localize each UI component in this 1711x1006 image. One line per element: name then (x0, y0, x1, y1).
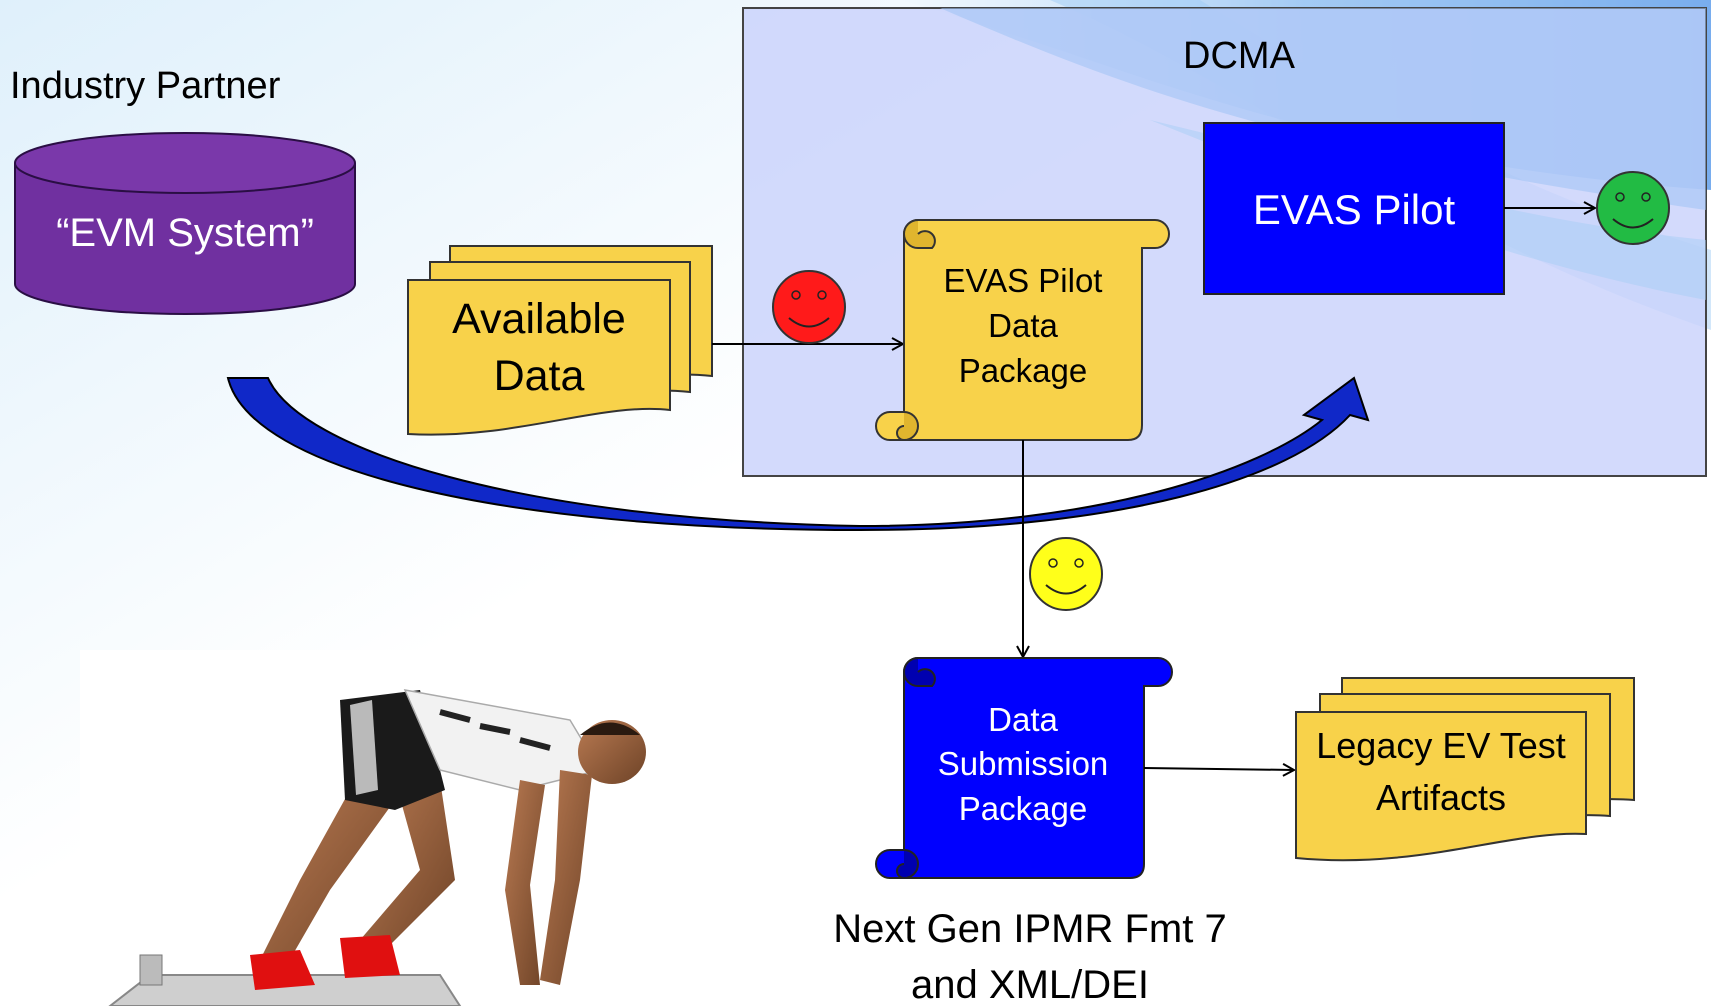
next-gen-line2: and XML/DEI (911, 963, 1149, 1006)
sprinter-image (80, 650, 670, 1006)
legacy-artifacts-line2: Artifacts (1376, 777, 1506, 818)
smiley-green-icon (1596, 171, 1670, 245)
curved-bypass-arrow (226, 376, 1370, 532)
smiley-red-icon (772, 270, 846, 344)
submission-package-line3: Package (959, 790, 1087, 827)
evm-system-database: “EVM System” (14, 132, 356, 315)
pilot-package-line2: Data (988, 307, 1058, 344)
available-data-line2: Data (494, 352, 585, 400)
available-data-line1: Available (452, 295, 626, 343)
legacy-artifacts-documents: Legacy EV Test Artifacts (1295, 677, 1635, 862)
submission-package-line2: Submission (938, 745, 1109, 782)
arrow-submission-to-legacy (1143, 768, 1294, 770)
industry-partner-heading: Industry Partner (10, 65, 281, 107)
evas-pilot-box (1203, 122, 1505, 295)
submission-package-line1: Data (988, 701, 1058, 738)
evas-pilot-label: EVAS Pilot (1253, 186, 1456, 233)
legacy-artifacts-line1: Legacy EV Test (1316, 725, 1566, 766)
pilot-package-line3: Package (959, 352, 1087, 389)
available-data-documents: Available Data (407, 245, 713, 436)
data-submission-package-scroll: Data Submission Package (875, 657, 1173, 880)
pilot-package-line1: EVAS Pilot (944, 262, 1103, 299)
evas-pilot-data-package-scroll: EVAS Pilot Data Package (875, 219, 1170, 442)
smiley-yellow-icon (1029, 537, 1103, 611)
next-gen-line1: Next Gen IPMR Fmt 7 (833, 907, 1226, 951)
evm-system-label: “EVM System” (56, 211, 314, 255)
dcma-heading: DCMA (1183, 35, 1296, 77)
